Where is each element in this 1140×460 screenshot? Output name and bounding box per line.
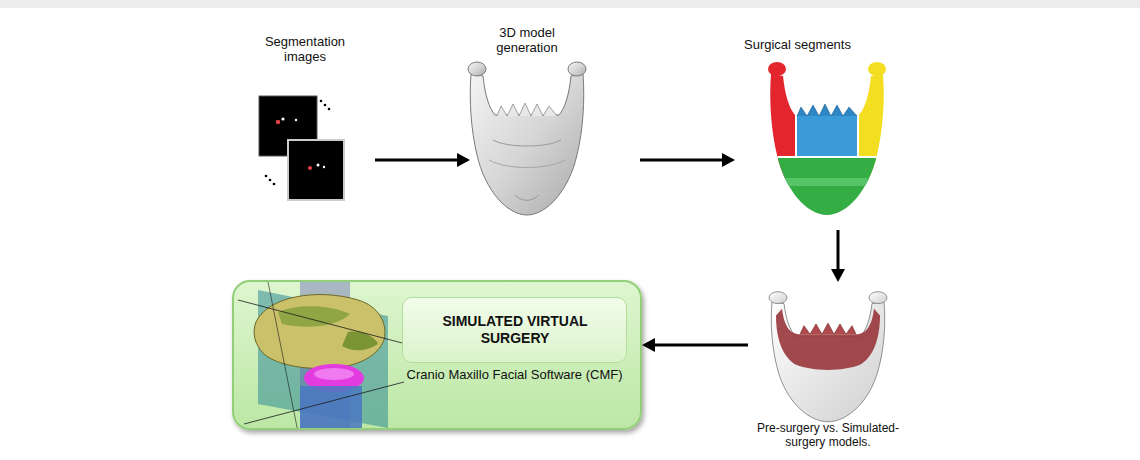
arrow-head — [831, 269, 845, 282]
title-box: SIMULATED VIRTUAL SURGERY — [402, 297, 627, 363]
flow-arrow — [831, 230, 845, 282]
stage-box: Surgical segments — [735, 25, 895, 230]
arrow-line — [375, 159, 459, 162]
stage-label: Segmentation images — [255, 35, 355, 65]
arrow-line — [837, 230, 840, 271]
stage-box: Pre-surgery vs. Simulated-surgery models… — [748, 282, 912, 458]
top-strip — [0, 0, 1140, 8]
arrow-head — [642, 338, 655, 352]
mandible-model — [468, 62, 586, 215]
arrow-head — [457, 153, 470, 167]
overlay-mandible — [769, 292, 887, 422]
stage-label: 3D model generation — [477, 26, 577, 56]
arrow-line — [640, 159, 724, 162]
stage-label: Pre-surgery vs. Simulated-surgery models… — [748, 422, 908, 450]
flow-arrow — [642, 338, 748, 352]
arrow-head — [722, 153, 735, 167]
title-text: SIMULATED VIRTUAL SURGERY — [425, 313, 605, 347]
skull-illustration — [238, 282, 408, 430]
software-panel: Cranio Maxillo Facial Software (CMF) SIMU… — [232, 280, 642, 430]
stage-label: Surgical segments — [735, 38, 860, 53]
segmented-mandible — [767, 60, 887, 218]
stage-box: Segmentation images — [240, 30, 375, 210]
arrow-line — [653, 344, 748, 347]
flow-arrow — [375, 153, 470, 167]
slice-images — [259, 96, 344, 200]
software-label: Cranio Maxillo Facial Software (CMF) — [402, 368, 627, 383]
stage-box: 3D model generation — [470, 22, 640, 218]
flow-arrow — [640, 153, 735, 167]
